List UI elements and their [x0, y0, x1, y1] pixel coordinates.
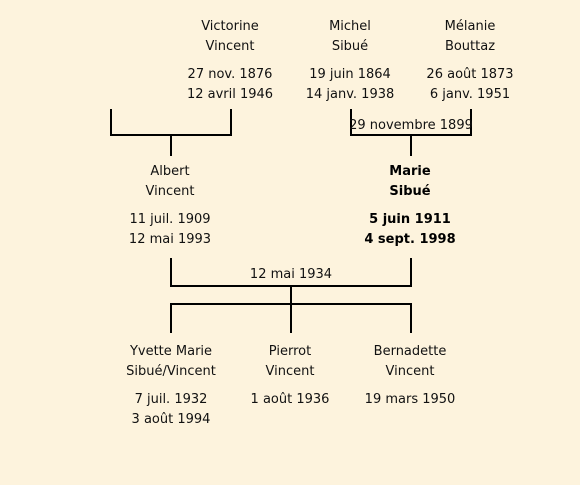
- person-first-name: Victorine: [201, 19, 259, 34]
- person-first-name: Mélanie: [444, 19, 496, 34]
- person-birth-date: 7 juil. 1932: [134, 392, 208, 407]
- person-last-name: Vincent: [265, 364, 315, 379]
- connector-line: [290, 285, 292, 305]
- person-michel-sibue[interactable]: Michel Sibué 19 juin 1864 14 janv. 1938: [275, 17, 425, 105]
- person-birth-date: 5 juin 1911: [369, 212, 451, 227]
- person-first-name: Albert: [150, 164, 190, 179]
- person-last-name: Vincent: [205, 39, 255, 54]
- person-last-name: Vincent: [385, 364, 435, 379]
- person-birth-date: 1 août 1936: [250, 392, 330, 407]
- connector-line: [290, 303, 292, 333]
- person-birth-date: 26 août 1873: [426, 67, 514, 82]
- person-first-name: Marie: [389, 164, 431, 179]
- connector-line: [170, 303, 172, 333]
- connector-line: [410, 134, 412, 156]
- connector-line: [410, 258, 412, 287]
- person-last-name: Sibué/Vincent: [126, 364, 216, 379]
- person-victorine-vincent[interactable]: Victorine Vincent 27 nov. 1876 12 avril …: [155, 17, 305, 105]
- connector-line: [110, 109, 112, 136]
- person-pierrot-vincent[interactable]: Pierrot Vincent 1 août 1936: [215, 342, 365, 410]
- person-last-name: Sibué: [389, 184, 431, 199]
- connector-line: [350, 109, 352, 136]
- connector-line: [410, 303, 412, 333]
- marriage-date-michel-melanie: 29 novembre 1899: [349, 118, 473, 133]
- person-death-date: 12 mai 1993: [128, 232, 212, 247]
- person-first-name: Yvette Marie: [129, 344, 213, 359]
- person-melanie-bouttaz[interactable]: Mélanie Bouttaz 26 août 1873 6 janv. 195…: [395, 17, 545, 105]
- person-first-name: Bernadette: [373, 344, 447, 359]
- person-death-date: 6 janv. 1951: [429, 87, 511, 102]
- connector-line: [470, 109, 472, 136]
- person-birth-date: 27 nov. 1876: [187, 67, 273, 82]
- person-death-date: 3 août 1994: [131, 412, 211, 427]
- marriage-date-albert-marie: 12 mai 1934: [249, 267, 333, 282]
- person-birth-date: 19 mars 1950: [364, 392, 456, 407]
- person-death-date: 14 janv. 1938: [305, 87, 395, 102]
- person-first-name: Michel: [329, 19, 371, 34]
- connector-line: [170, 134, 172, 156]
- person-birth-date: 19 juin 1864: [309, 67, 391, 82]
- connector-line: [170, 258, 172, 287]
- person-last-name: Sibué: [331, 39, 369, 54]
- person-first-name: Pierrot: [268, 344, 312, 359]
- person-death-date: 12 avril 1946: [186, 87, 274, 102]
- person-last-name: Bouttaz: [444, 39, 496, 54]
- connector-line: [230, 109, 232, 136]
- person-death-date: 4 sept. 1998: [364, 232, 456, 247]
- person-last-name: Vincent: [145, 184, 195, 199]
- person-bernadette-vincent[interactable]: Bernadette Vincent 19 mars 1950: [335, 342, 485, 410]
- person-yvette-marie-sibue-vincent[interactable]: Yvette Marie Sibué/Vincent 7 juil. 1932 …: [96, 342, 246, 430]
- person-marie-sibue[interactable]: Marie Sibué 5 juin 1911 4 sept. 1998: [335, 162, 485, 250]
- person-albert-vincent[interactable]: Albert Vincent 11 juil. 1909 12 mai 1993: [95, 162, 245, 250]
- person-birth-date: 11 juil. 1909: [129, 212, 211, 227]
